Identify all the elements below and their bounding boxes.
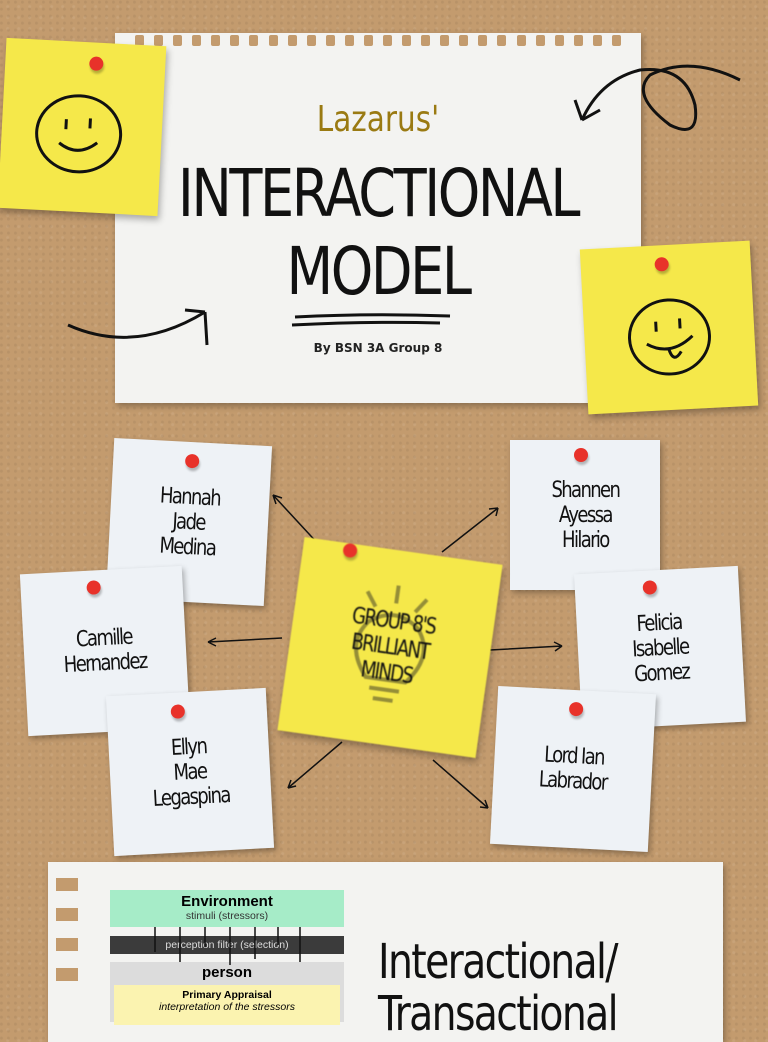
underline-scribble [291,313,451,327]
title-card: Lazarus' INTERACTIONAL MODEL By BSN 3A G… [115,33,641,403]
member-name: Shannen Ayessa Hilario [551,477,621,553]
slide-heading-line2: Transactional [378,986,619,1042]
member-name: Felicia Isabelle Gomez [631,609,690,687]
connector-arrows [207,494,563,809]
tongue-smiley-icon [628,298,711,376]
member-name: Hannah Jade Medina [159,482,221,561]
notebook-holes [56,878,80,981]
environment-label: Environment [181,893,273,910]
member-name: Camille Hernandez [63,624,148,679]
notebook-holes [135,35,621,46]
primary-appraisal-label: Primary Appraisal [182,989,272,1001]
perception-filter: perception filter (selection) [110,936,344,954]
curly-arrow-icon [573,64,741,131]
center-sticky: GROUP 8'S BRILLIANT MINDS [277,537,503,758]
arrow-icon [67,308,209,346]
title-line2: MODEL [286,233,471,310]
member-name: Lord Ian Labrador [537,742,607,796]
pushpin-icon [568,701,584,717]
smiley-sticky-left [0,37,167,217]
byline: By BSN 3A Group 8 [313,341,443,355]
pushpin-icon [86,580,102,595]
person-label: person [201,964,252,981]
pushpin-icon [574,448,588,462]
stimuli-arrows [154,927,301,965]
smiley-sticky-right [579,240,759,415]
pushpin-icon [184,453,200,469]
primary-appraisal-desc: interpretation of the stressors [159,1001,295,1013]
member-name: Ellyn Mae Legaspina [152,733,231,812]
center-note-text: GROUP 8'S BRILLIANT MINDS [349,603,437,689]
pushpin-icon [642,580,658,595]
smiley-face-icon [35,94,123,174]
lightbulb-icon [354,585,429,703]
slide-heading-line1: Interactional/ [378,934,619,990]
title-line1: INTERACTIONAL [177,155,581,232]
member-note: Ellyn Mae Legaspina [105,687,275,857]
stimuli-label: stimuli (stressors) [185,910,269,922]
member-note: Lord Ian Labrador [489,685,657,853]
pushpin-icon [170,704,186,719]
title-subtitle: Lazarus' [316,99,440,140]
pushpin-icon [342,542,359,559]
member-note: Shannen Ayessa Hilario [510,440,660,590]
